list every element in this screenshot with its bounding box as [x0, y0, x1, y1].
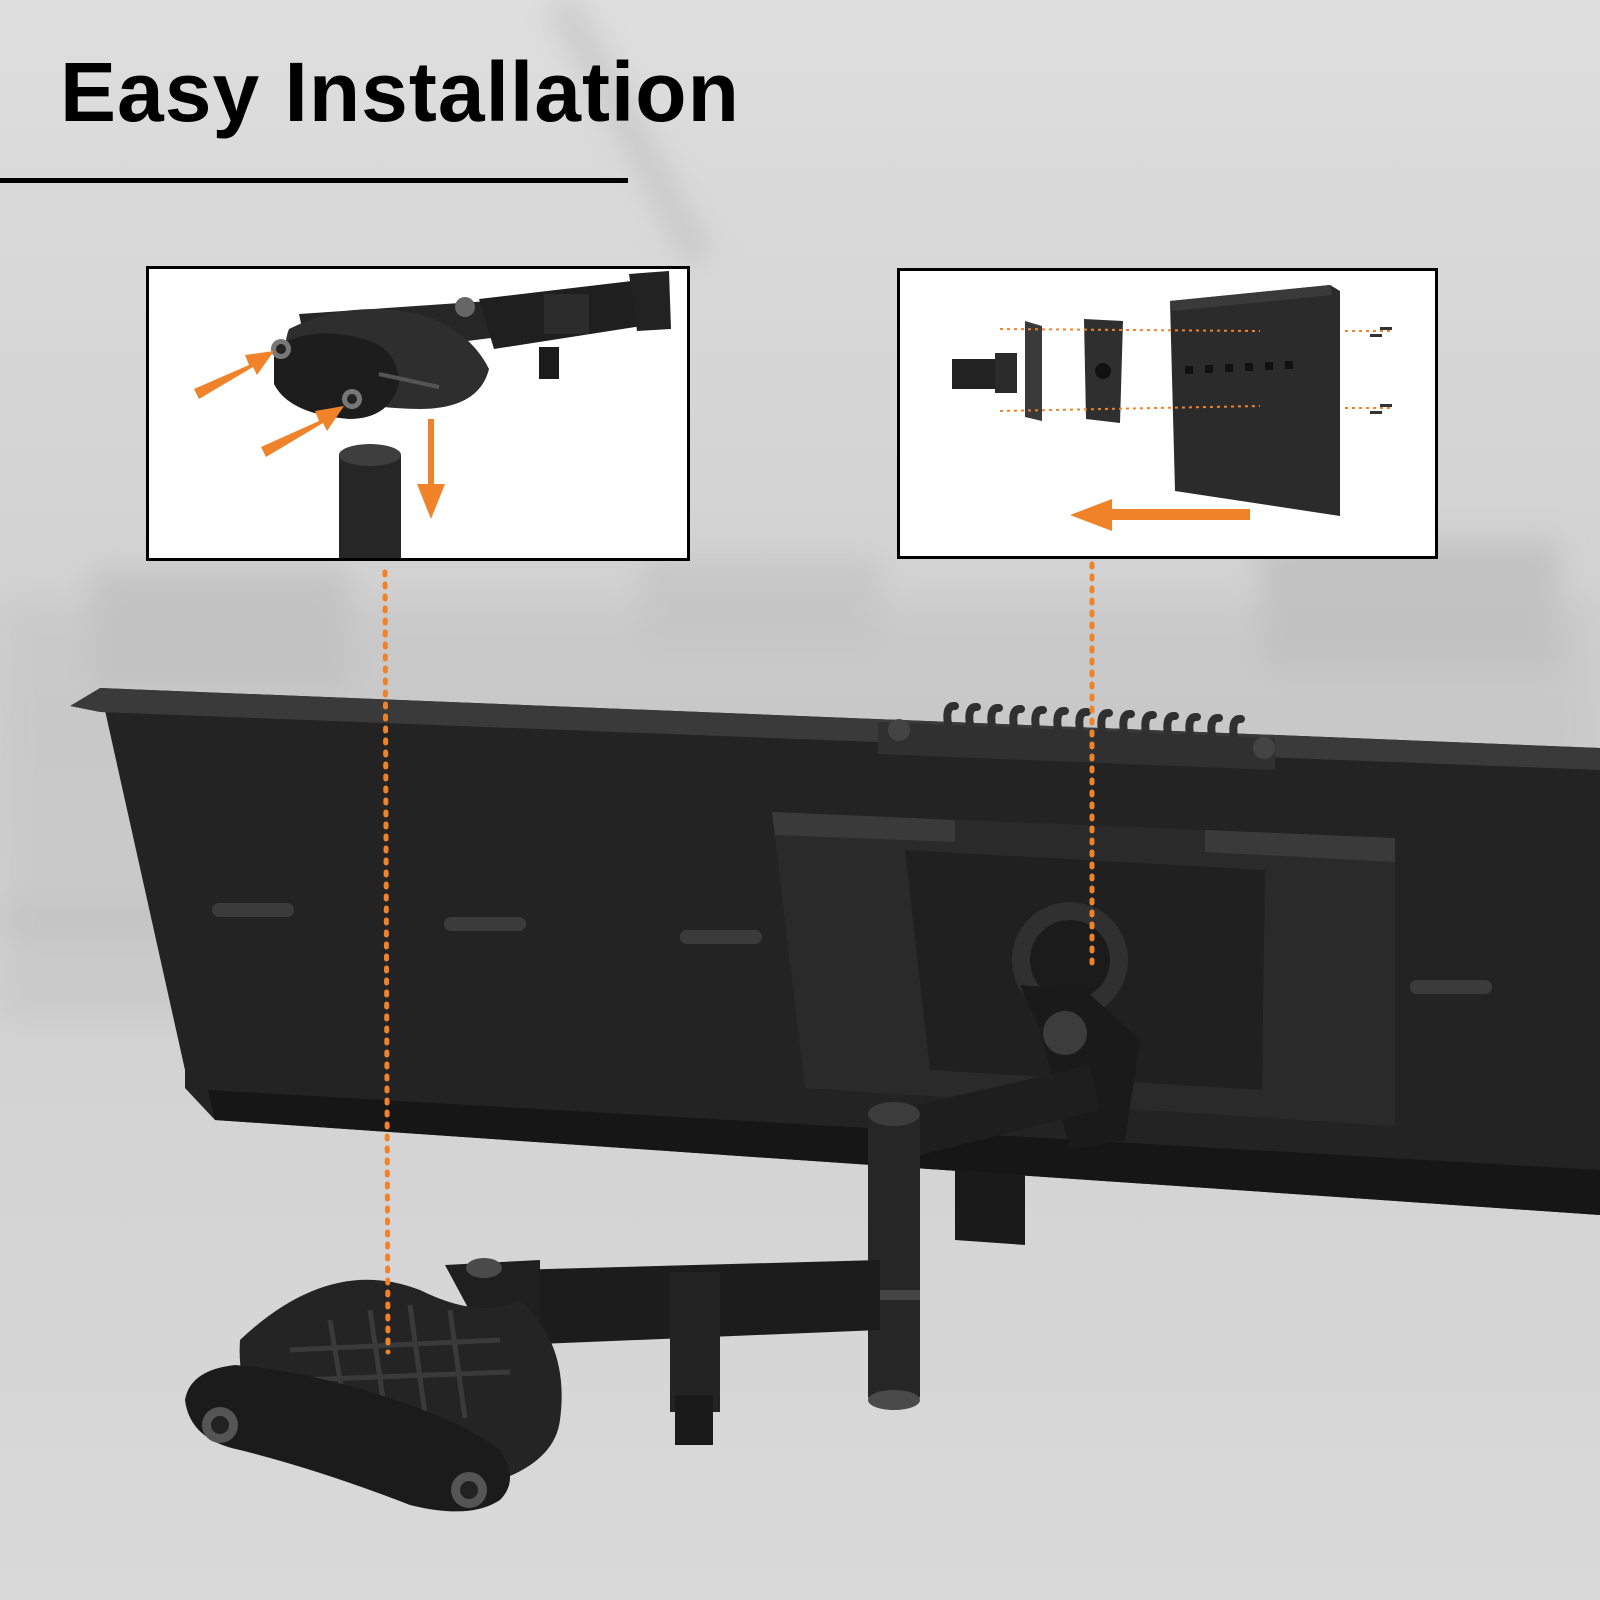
keyboard-tray: [70, 688, 1600, 1215]
dotted-guide-line: [999, 328, 1390, 412]
page-title: Easy Installation: [60, 45, 740, 139]
vesa-detail-inset: [897, 268, 1438, 559]
arrow-icon: [1070, 499, 1250, 531]
arrow-icon: [194, 351, 445, 519]
clamp-detail-inset: [146, 266, 690, 561]
pole-clamp: [185, 1279, 562, 1512]
swivel-arm: [445, 985, 1140, 1445]
title-underline: [0, 178, 628, 183]
dotted-guide-line: [382, 561, 1095, 1355]
